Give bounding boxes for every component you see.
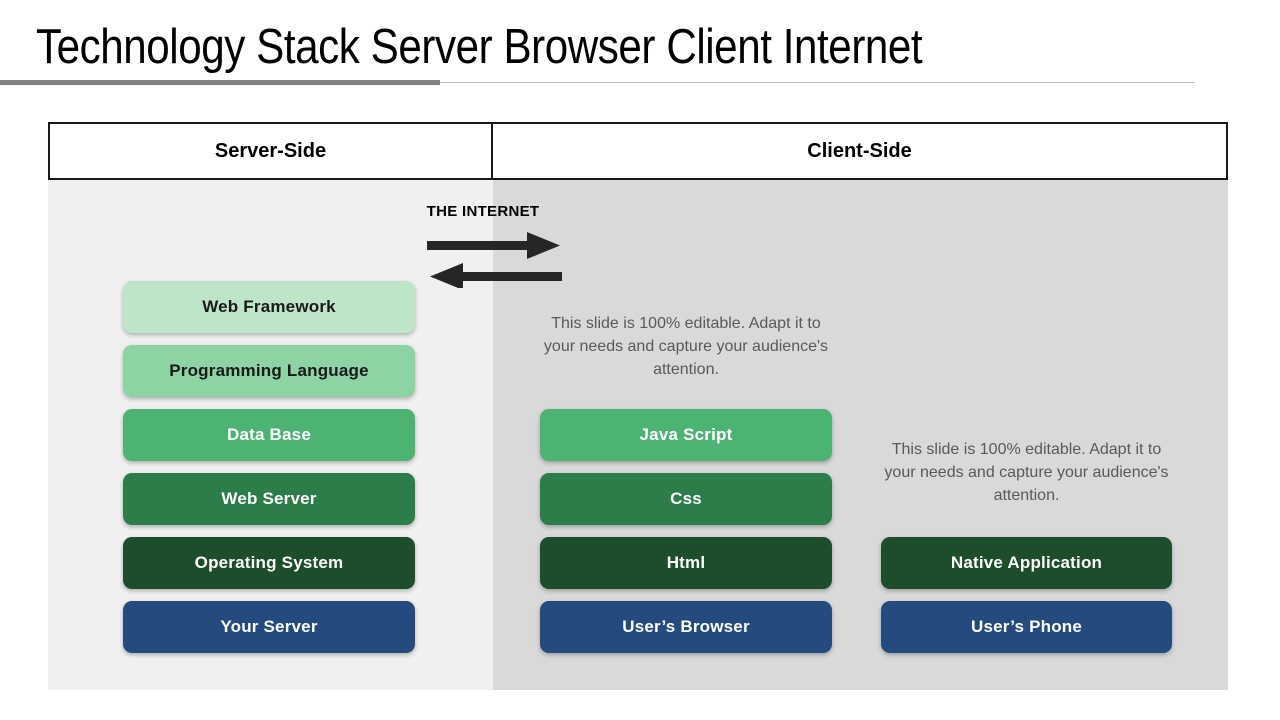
title-rule-line bbox=[440, 82, 1195, 83]
stack-bar-your-server[interactable]: Your Server bbox=[123, 601, 415, 653]
stack-bar-html[interactable]: Html bbox=[540, 537, 832, 589]
stack-bar-operating-system[interactable]: Operating System bbox=[123, 537, 415, 589]
stack-bar-web-framework[interactable]: Web Framework bbox=[123, 281, 415, 333]
arrow-left-icon bbox=[430, 263, 562, 290]
header-cell-server-side: Server-Side bbox=[50, 124, 493, 178]
stack-bar-users-phone[interactable]: User’s Phone bbox=[881, 601, 1172, 653]
stack-bar-web-server[interactable]: Web Server bbox=[123, 473, 415, 525]
body-copy-middle: This slide is 100% editable. Adapt it to… bbox=[543, 315, 829, 378]
stack-bar-css[interactable]: Css bbox=[540, 473, 832, 525]
stack-bar-data-base[interactable]: Data Base bbox=[123, 409, 415, 461]
arrow-right-icon bbox=[427, 232, 560, 259]
body-copy-right: This slide is 100% editable. Adapt it to… bbox=[884, 441, 1169, 504]
page-title: Technology Stack Server Browser Client I… bbox=[36, 20, 923, 74]
stack-bar-users-browser[interactable]: User’s Browser bbox=[540, 601, 832, 653]
title-rule-accent bbox=[0, 80, 440, 85]
the-internet-label: THE INTERNET bbox=[426, 203, 540, 220]
header-cell-client-side: Client-Side bbox=[807, 139, 912, 162]
stack-bar-programming-language[interactable]: Programming Language bbox=[123, 345, 415, 397]
section-header-table: Server-Side Client-Side bbox=[48, 122, 1228, 180]
stack-bar-native-application[interactable]: Native Application bbox=[881, 537, 1172, 589]
stack-bar-java-script[interactable]: Java Script bbox=[540, 409, 832, 461]
internet-arrows-group bbox=[415, 228, 575, 290]
